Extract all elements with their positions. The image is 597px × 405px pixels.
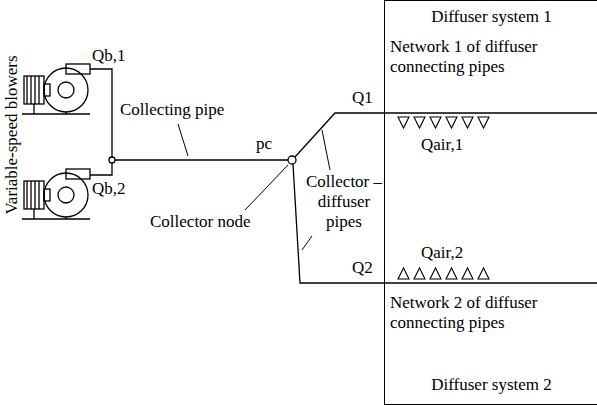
leader-line — [245, 165, 288, 210]
flow-label: Q2 — [352, 258, 373, 278]
box-text: Qair,2 — [421, 243, 541, 263]
flow-label: Q1 — [352, 88, 373, 108]
box-text: Diffuser system 2 — [385, 375, 597, 395]
box-text: Network 2 of diffuser connecting pipes — [390, 293, 596, 333]
leader-line — [302, 236, 312, 250]
blower-symbol — [22, 169, 90, 219]
collector-node — [288, 156, 296, 164]
group-label: Variable-speed blowers — [2, 55, 22, 214]
leader-line — [322, 130, 330, 170]
box-text: Qair,1 — [421, 135, 541, 155]
leader-line — [178, 124, 188, 156]
box-text: Network 1 of diffuser connecting pipes — [390, 37, 596, 77]
part-label: Collector node — [150, 212, 251, 232]
pressure-label: pc — [256, 134, 272, 154]
diffuser-system-box: Diffuser system 1 Network 1 of diffuser c… — [384, 0, 597, 405]
junction-node — [109, 157, 115, 163]
flow-label: Qb,2 — [92, 179, 126, 199]
flow-label: Qb,1 — [92, 46, 126, 66]
part-label: Collector –diffuser pipes — [306, 172, 382, 232]
collector-diffuser-pipe — [295, 113, 597, 157]
collecting-pipe — [115, 159, 288, 160]
box-text: Diffuser system 1 — [385, 7, 597, 27]
blower-symbol — [22, 64, 90, 114]
part-label: Collecting pipe — [120, 100, 224, 120]
collector-diffuser-pipe — [293, 164, 597, 283]
